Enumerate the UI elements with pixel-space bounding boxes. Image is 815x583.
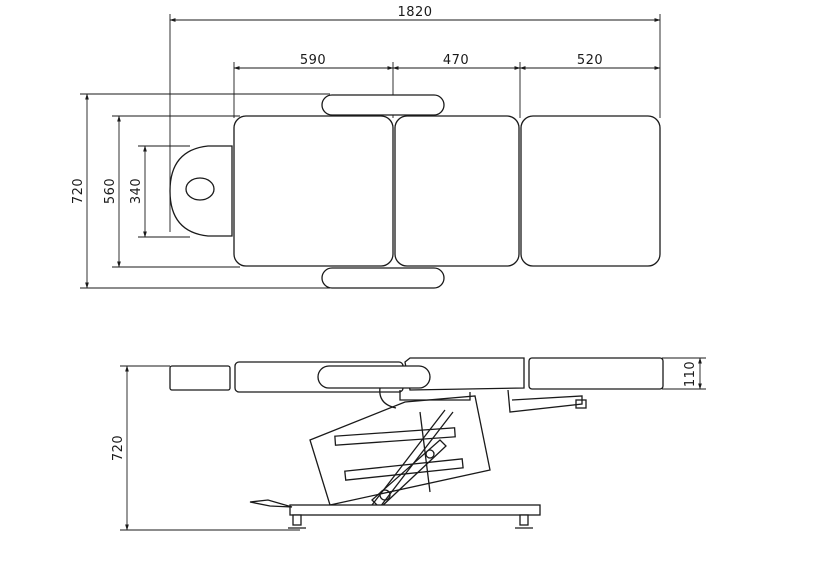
dimension-label-590: 590 (300, 53, 326, 68)
dimension-label-470: 470 (443, 53, 469, 68)
face-hole (185, 177, 215, 201)
side-view: 720 110 (111, 357, 706, 531)
lift-housing (309, 395, 491, 506)
base-foot-right (519, 514, 529, 526)
dimension-pad-thickness: 110 (662, 357, 706, 390)
scissor-arm-lower (344, 458, 464, 481)
armrest-bottom (321, 267, 445, 289)
foot-rest-knob (575, 399, 587, 409)
dimension-label-1820: 1820 (397, 5, 432, 20)
pad-head-section (233, 115, 394, 267)
actuator-joint (425, 449, 435, 459)
dimension-widths: 720 560 340 (71, 93, 330, 289)
pad-foot-section (520, 115, 661, 267)
dimension-label-560: 560 (103, 178, 118, 204)
seat-frame (399, 390, 471, 401)
scissor-arm-upper (334, 427, 456, 446)
pad-middle-section (394, 115, 520, 267)
base-frame (289, 504, 541, 516)
dimension-label-110: 110 (683, 361, 698, 387)
dimension-label-720-width: 720 (71, 178, 86, 204)
side-pad-foot-section (528, 357, 664, 390)
top-view: 1820 590 470 520 720 560 (71, 5, 661, 289)
dimension-section-lengths: 590 470 520 (233, 53, 661, 118)
scissor-link-2 (379, 411, 454, 508)
armrest-top (321, 94, 445, 116)
side-armrest (317, 365, 431, 389)
dimension-label-720-height: 720 (111, 435, 126, 461)
dimension-label-520: 520 (577, 53, 603, 68)
foot-rest-bar (507, 389, 583, 413)
actuator-pivot (379, 489, 391, 501)
foot-pedal (249, 499, 293, 508)
base-foot-left (292, 514, 302, 526)
headrest (169, 145, 233, 237)
dimension-overall-height: 720 (111, 365, 300, 531)
scissor-link-3 (419, 411, 431, 493)
dimension-label-340: 340 (129, 178, 144, 204)
side-headrest (169, 365, 231, 391)
